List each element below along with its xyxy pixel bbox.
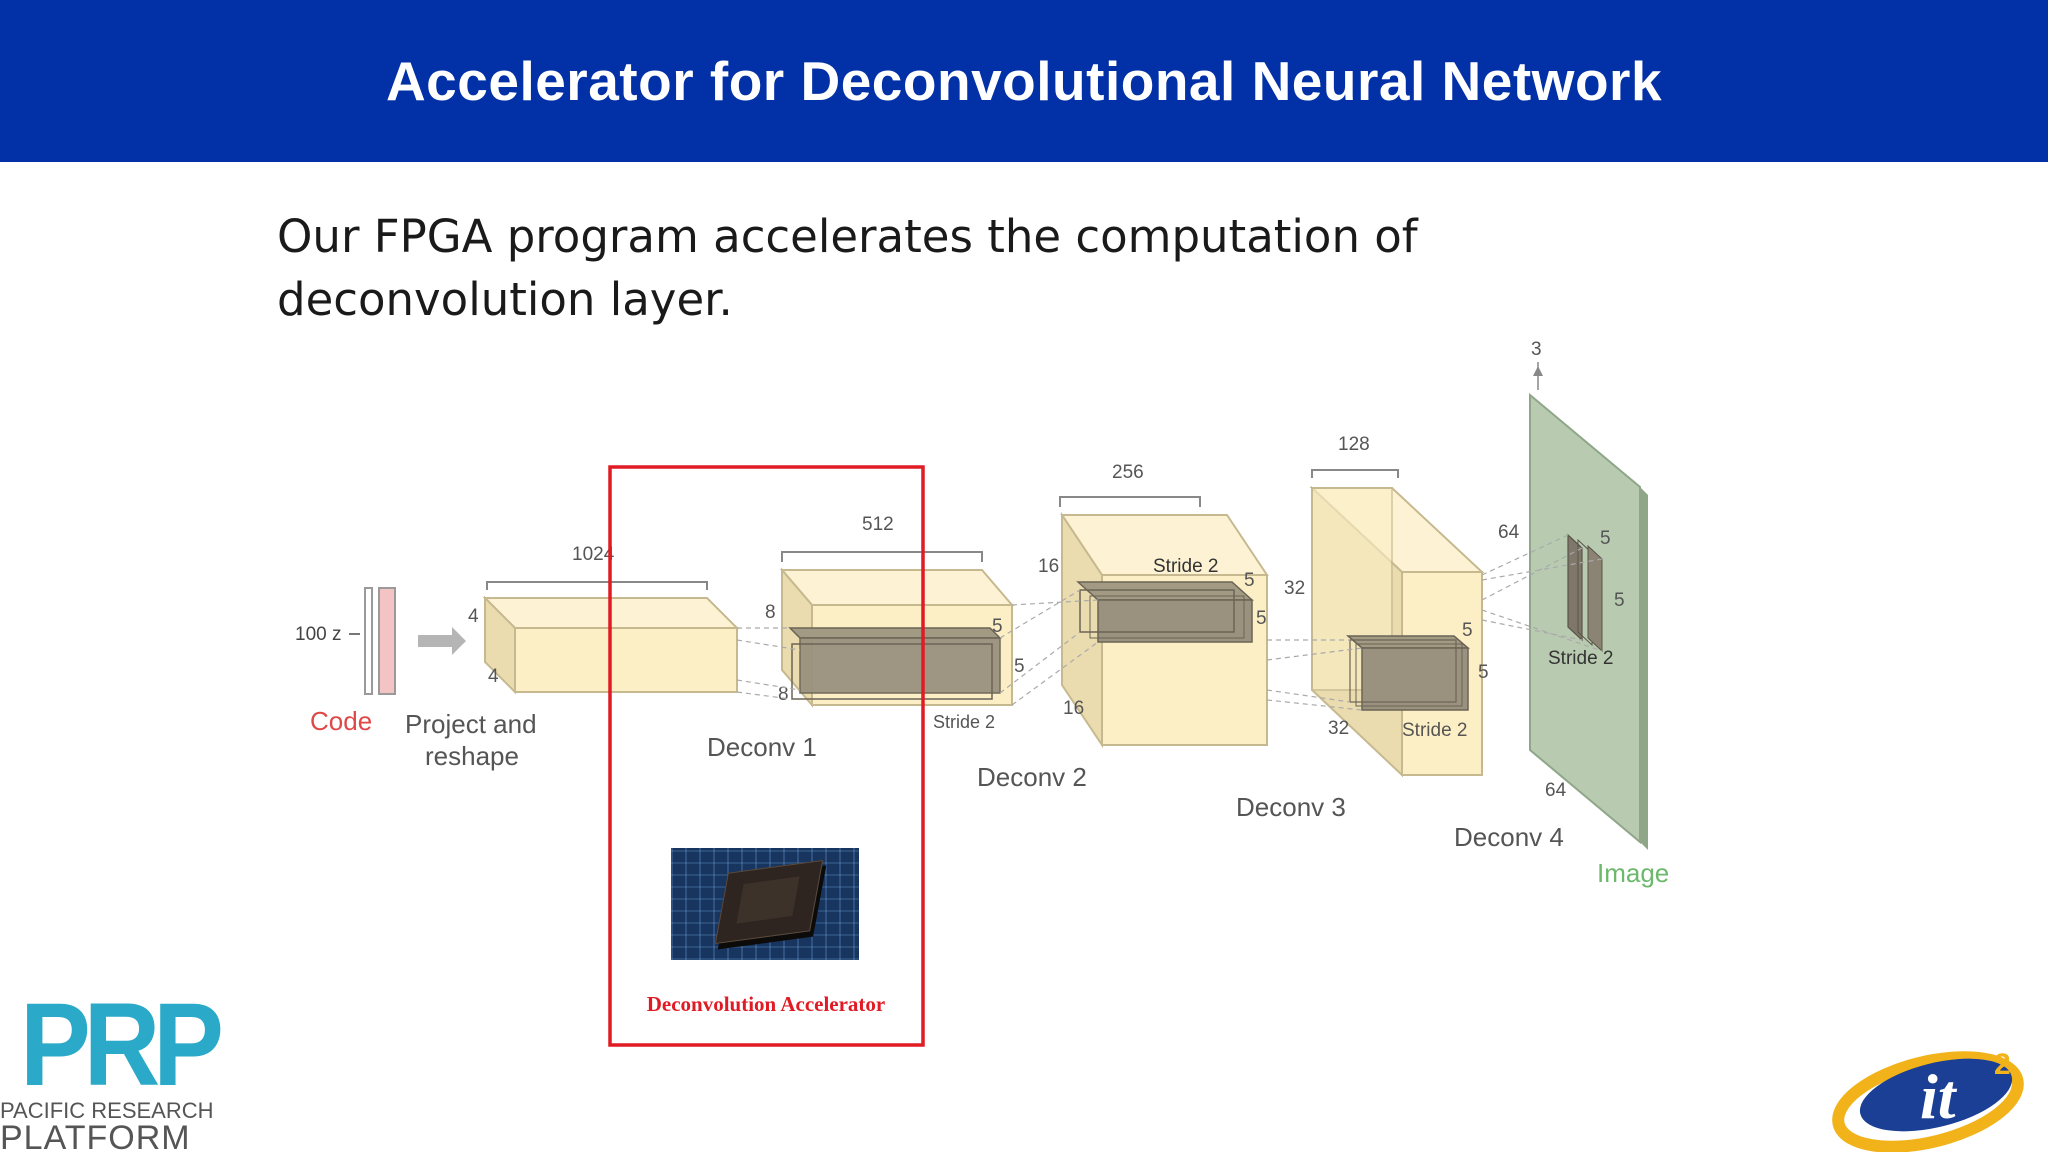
block0-h: 4 bbox=[468, 606, 479, 627]
conn-0-1 bbox=[736, 627, 801, 700]
conn-1-2 bbox=[999, 589, 1099, 706]
kernel-deconv3 bbox=[1345, 635, 1471, 711]
deconv3-stride: Stride 2 bbox=[1402, 720, 1467, 741]
image-label: Image bbox=[1597, 858, 1669, 888]
accelerator-highlight-box bbox=[608, 465, 925, 1047]
deconv2-width: 256 bbox=[1112, 462, 1144, 483]
deconv4-label: Deconv 4 bbox=[1454, 822, 1564, 852]
deconv1-d: 8 bbox=[778, 684, 789, 705]
accelerator-label: Deconvolution Accelerator bbox=[647, 992, 886, 1016]
image-plane bbox=[1529, 392, 1648, 850]
conn-2-3 bbox=[1266, 639, 1363, 711]
code-vector bbox=[364, 587, 373, 695]
slide-header: Accelerator for Deconvolutional Neural N… bbox=[0, 0, 2048, 162]
slide-subtitle: Our FPGA program accelerates the computa… bbox=[277, 210, 1418, 326]
kernel-deconv2 bbox=[1076, 581, 1254, 643]
deconv4-h: 64 bbox=[1498, 522, 1520, 543]
deconv1-k1: 5 bbox=[992, 616, 1003, 637]
deconv3-k2: 5 bbox=[1478, 662, 1489, 683]
project-label-2: reshape bbox=[425, 741, 519, 771]
deconv2-h: 16 bbox=[1038, 556, 1059, 577]
deconv4-d: 64 bbox=[1545, 780, 1567, 801]
deconv2-stride: Stride 2 bbox=[1153, 556, 1218, 577]
prp-logo: PRP PACIFIC RESEARCH PLATFORM bbox=[0, 986, 224, 1157]
deconv2-k1: 5 bbox=[1244, 570, 1255, 591]
prp-logo-line2: PLATFORM bbox=[0, 1119, 191, 1157]
prp-logo-mark: PRP bbox=[20, 979, 224, 1111]
it2-logo: it 2 bbox=[1832, 1048, 2024, 1152]
deconv1-stride: Stride 2 bbox=[933, 712, 995, 732]
deconv1-k2: 5 bbox=[1014, 656, 1025, 677]
deconv3-label: Deconv 3 bbox=[1236, 792, 1346, 822]
deconv2-k2: 5 bbox=[1256, 608, 1267, 629]
slide-title: Accelerator for Deconvolutional Neural N… bbox=[385, 50, 1663, 112]
input-label: 100 z bbox=[295, 624, 341, 645]
deconv4-width: 3 bbox=[1531, 339, 1542, 360]
project-arrow bbox=[418, 627, 466, 655]
project-label-1: Project and bbox=[405, 709, 537, 739]
deconv3-k1: 5 bbox=[1462, 620, 1473, 641]
it2-logo-text: it bbox=[1920, 1061, 1958, 1132]
deconv4-k2: 5 bbox=[1614, 590, 1625, 611]
kernel-deconv4 bbox=[1567, 533, 1603, 653]
deconv1-label: Deconv 1 bbox=[707, 732, 817, 762]
deconv2-label: Deconv 2 bbox=[977, 762, 1087, 792]
deconv4-k1: 5 bbox=[1600, 528, 1611, 549]
deconv3-d: 32 bbox=[1328, 718, 1349, 739]
block0-d: 4 bbox=[488, 666, 499, 687]
deconv3-h: 32 bbox=[1284, 578, 1305, 599]
deconv4-stride: Stride 2 bbox=[1548, 648, 1613, 669]
prp-logo-line1: PACIFIC RESEARCH bbox=[0, 1098, 214, 1123]
deconv1-width: 512 bbox=[862, 514, 894, 535]
deconv1-h: 8 bbox=[765, 602, 776, 623]
block0-width: 1024 bbox=[572, 544, 615, 565]
kernel-deconv1 bbox=[788, 627, 1002, 700]
code-vector-fill bbox=[378, 587, 396, 695]
fpga-chip-photo bbox=[671, 848, 859, 960]
code-label: Code bbox=[310, 706, 372, 736]
conn-3-4 bbox=[1481, 534, 1603, 652]
deconv3-width: 128 bbox=[1338, 434, 1370, 455]
deconv2-d: 16 bbox=[1063, 698, 1084, 719]
it2-logo-sup: 2 bbox=[1994, 1048, 2011, 1081]
